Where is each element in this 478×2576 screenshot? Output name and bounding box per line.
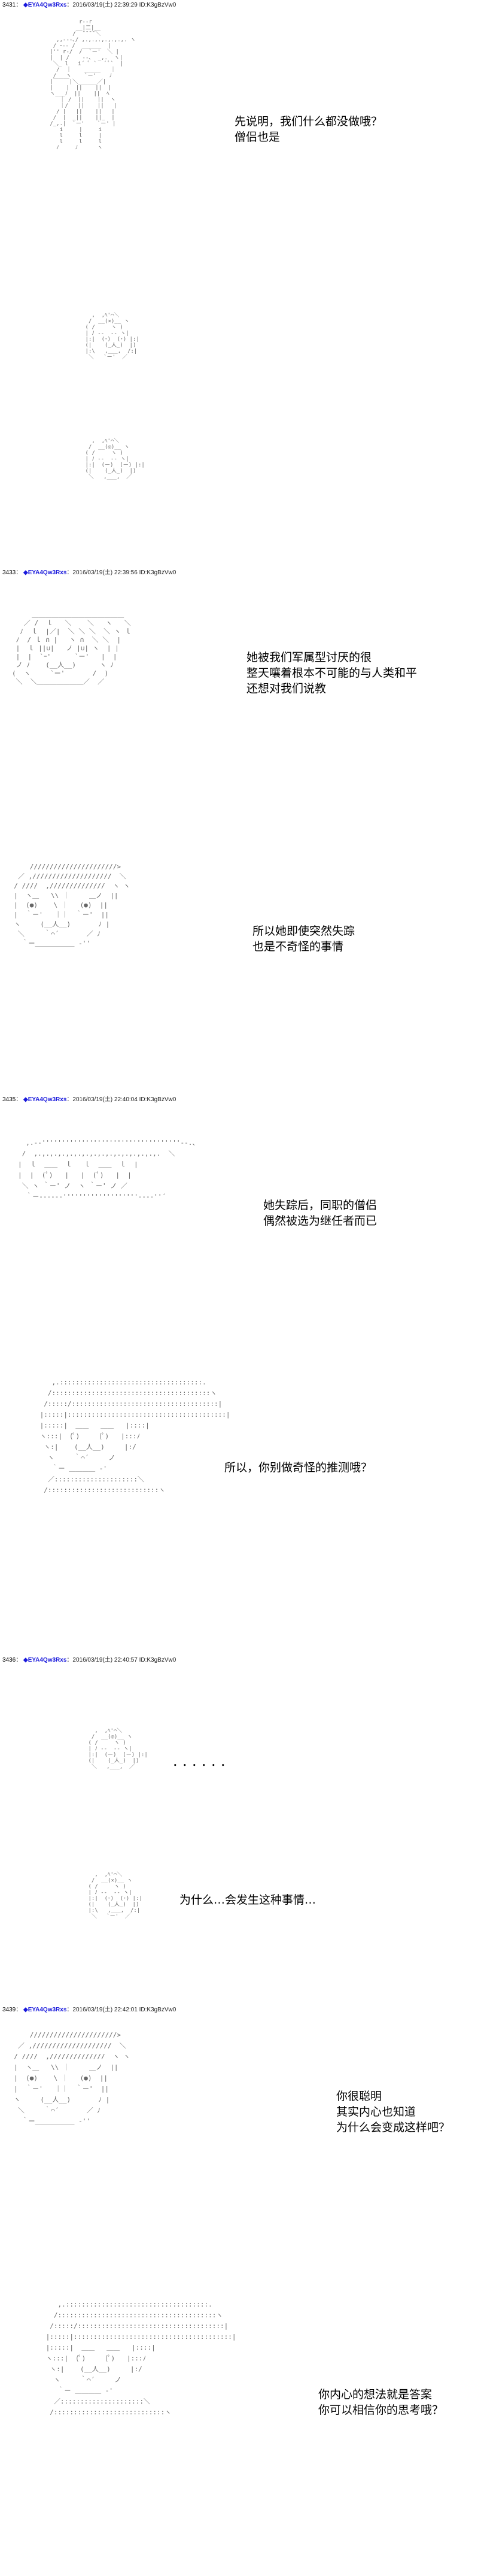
dialogue-line: 你可以相信你的思考哦？ [318,2404,444,2417]
post-3435: 3435： ◆EYA4Qw3Rxs：2016/03/19(土) 22:40:04… [0,1096,478,1647]
post-header: 3439： ◆EYA4Qw3Rxs：2016/03/19(土) 22:42:01… [2,2006,176,2014]
post-date: ：2016/03/19(土) 22:40:57 [66,1657,138,1663]
scene: , ,ﾍ'⌒＼ / __(×)__ ヽ ( / ヽ ) | ﾉ ‐- -‐ ヽ|… [0,313,478,396]
post-3439: 3439： ◆EYA4Qw3Rxs：2016/03/19(土) 22:42:01… [0,2006,478,2569]
dialogue-line: 她被我们军属型讨厌的很 [246,651,372,664]
dialogue-line: 偶然被选为继任者而已 [263,1214,377,1228]
dialogue: 你很聪明 其实内心也知道 为什么会变成这样吧？ [336,2089,450,2135]
scene: ,.-‐'''''''''''''''''''''''''''''''''''‐… [0,1114,478,1341]
post-3431: 3431： ◆EYA4Qw3Rxs：2016/03/19(土) 22:39:29… [0,1,478,552]
dialogue-line: 所以，你别做奇怪的推测哦？ [224,1461,373,1474]
dialogue-line: 你内心的想法就是答案 [318,2388,433,2401]
post-number: 3431 [2,2,16,8]
post-number: 3435 [2,1096,16,1103]
post-date: ：2016/03/19(土) 22:42:01 [66,2007,138,2013]
monk-face-ascii-art: , ,ﾍ'⌒＼ / __(◎)__ ヽ ( / ヽ ) | ﾉ ‐- -‐ ヽ|… [88,1728,148,1770]
monk-face-ascii-art: , ,ﾍ'⌒＼ / __(◎)__ ヽ ( / ヽ ) | ﾉ ‐- -‐ ヽ|… [85,438,145,480]
shadow-face-ascii-art: //////////////////////> ／ ,/////////////… [14,2031,130,2125]
post-separator: ： [16,569,22,576]
dialogue: 为什么…会发生这种事情… [179,1892,316,1908]
scene: r‐‐r __|二|__ / ̄ ̄ ̄ ̄ ＼ ,,-‐-､/ ,.,.,.,… [0,13,478,289]
speaker-ascii-art: ,.::::::::::::::::::::::::::::::::::::. … [45,2301,236,2416]
shadow-face-ascii-art: //////////////////////> ／ ,/////////////… [14,863,130,947]
demon-lord-ascii-art: r‐‐r __|二|__ / ̄ ̄ ̄ ̄ ＼ ,,-‐-､/ ,.,.,.,… [50,19,136,151]
poster-id: ID:K3gBzVw0 [139,2,176,8]
post-date: ：2016/03/19(土) 22:39:56 [66,569,138,576]
post-number: 3436 [2,1657,16,1663]
scene: ＿＿＿＿＿＿＿＿＿＿＿＿＿＿ ／ / ｌ ＼ ＼ ヽ ＼ ﾉ ｌ |／| ＼ ＼… [0,593,478,820]
poster-id: ID:K3gBzVw0 [139,2007,176,2013]
post-header: 3433： ◆EYA4Qw3Rxs：2016/03/19(土) 22:39:56… [2,569,176,577]
dialogue-line: 你很聪明 [336,2090,382,2103]
dialogue-line: 整天嚷着根本不可能的与人类和平 [246,666,418,680]
poster-name-link[interactable]: ◆EYA4Qw3Rxs [23,2007,67,2013]
scene: //////////////////////> ／ ,/////////////… [0,850,478,1030]
dialogue-line: 先说明，我们什么都没做哦？ [235,115,383,128]
post-3436: 3436： ◆EYA4Qw3Rxs：2016/03/19(土) 22:40:57… [0,1656,478,1980]
sly-face-ascii-art: ＿＿＿＿＿＿＿＿＿＿＿＿＿＿ ／ / ｌ ＼ ＼ ヽ ＼ ﾉ ｌ |／| ＼ ＼… [12,611,132,686]
scene: , ,ﾍ'⌒＼ / __(◎)__ ヽ ( / ヽ ) | ﾉ ‐- -‐ ヽ|… [0,438,478,522]
dialogue: 所以，你别做奇怪的推测哦？ [224,1460,372,1475]
dialogue: 她被我们军属型讨厌的很 整天嚷着根本不可能的与人类和平 还想对我们说教 [246,650,417,696]
poster-name-link[interactable]: ◆EYA4Qw3Rxs [23,569,67,576]
scene: ,.::::::::::::::::::::::::::::::::::::. … [0,2281,478,2533]
post-header: 3431： ◆EYA4Qw3Rxs：2016/03/19(土) 22:39:29… [2,1,176,10]
scene: ,.::::::::::::::::::::::::::::::::::::. … [0,1353,478,1569]
dialogue-line: 还想对我们说教 [246,682,327,695]
dialogue-line: 为什么…会发生这种事情… [179,1893,316,1907]
dialogue-line: 僧侣也是 [235,131,281,144]
dialogue-line: 她失踪后，同职的僧侣 [263,1199,377,1212]
post-separator: ： [16,1096,22,1103]
dialogue-line: 所以她即使突然失踪 [252,925,355,938]
dialogue-line: 也是不奇怪的事情 [252,940,344,953]
poster-id: ID:K3gBzVw0 [139,569,176,576]
post-date: ：2016/03/19(土) 22:39:29 [66,2,138,8]
poster-id: ID:K3gBzVw0 [139,1657,176,1663]
post-header: 3435： ◆EYA4Qw3Rxs：2016/03/19(土) 22:40:04… [2,1096,176,1104]
post-number: 3439 [2,2007,16,2013]
dialogue: 你内心的想法就是答案 你可以相信你的思考哦？ [318,2387,443,2418]
ellipsis-dialogue: ．．．．．． [172,1754,236,1769]
dialogue: 她失踪后，同职的僧侣 偶然被选为继任者而已 [263,1198,377,1229]
speaker-ascii-art: ,.::::::::::::::::::::::::::::::::::::. … [39,1378,230,1494]
dialogue: 先说明，我们什么都没做哦？ 僧侣也是 [235,114,382,145]
post-3433: 3433： ◆EYA4Qw3Rxs：2016/03/19(土) 22:39:56… [0,569,478,1096]
scene: , ,ﾍ'⌒＼ / __(◎)__ ヽ ( / ヽ ) | ﾉ ‐- -‐ ヽ|… [0,1728,478,1818]
scene: //////////////////////> ／ ,/////////////… [0,2018,478,2245]
dialogue-line: 其实内心也知道 [336,2105,416,2119]
poster-id: ID:K3gBzVw0 [139,1096,176,1103]
poster-name-link[interactable]: ◆EYA4Qw3Rxs [23,1096,67,1103]
poster-name-link[interactable]: ◆EYA4Qw3Rxs [23,2,67,8]
monk-face-ascii-art: , ,ﾍ'⌒＼ / __(×)__ ヽ ( / ヽ ) | ﾉ ‐- -‐ ヽ|… [88,1872,142,1920]
dialogue-line: 为什么会变成这样吧？ [336,2121,450,2134]
post-header: 3436： ◆EYA4Qw3Rxs：2016/03/19(土) 22:40:57… [2,1656,176,1665]
post-separator: ： [16,2,22,8]
post-date: ：2016/03/19(土) 22:40:04 [66,1096,138,1103]
poster-name-link[interactable]: ◆EYA4Qw3Rxs [23,1657,67,1663]
monk-face-ascii-art: , ,ﾍ'⌒＼ / __(×)__ ヽ ( / ヽ ) | ﾉ ‐- -‐ ヽ|… [85,313,139,360]
post-separator: ： [16,2007,22,2013]
crowd-ascii-art: ,.-‐'''''''''''''''''''''''''''''''''''‐… [18,1139,199,1201]
post-separator: ： [16,1657,22,1663]
post-number: 3433 [2,569,16,576]
scene: , ,ﾍ'⌒＼ / __(×)__ ヽ ( / ヽ ) | ﾉ ‐- -‐ ヽ|… [0,1872,478,1962]
dialogue: 所以她即使突然失踪 也是不奇怪的事情 [252,923,355,954]
